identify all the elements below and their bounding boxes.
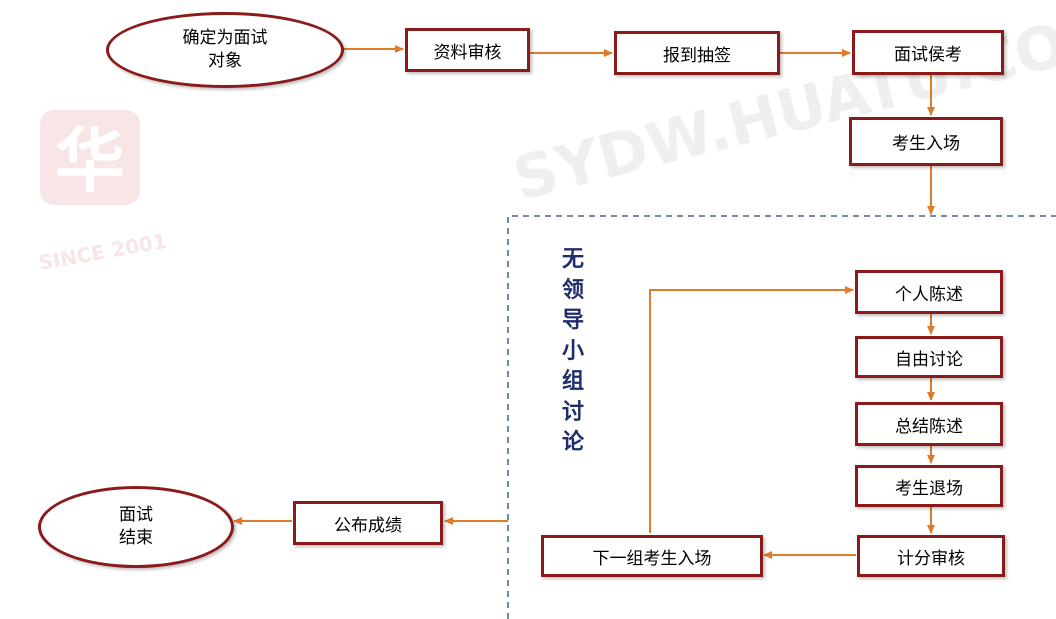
node-document-review: 资料审核: [405, 28, 530, 72]
node-candidate-entry: 考生入场: [849, 117, 1003, 166]
node-personal-statement: 个人陈述: [855, 270, 1003, 314]
node-end-line1: 面试: [119, 505, 153, 526]
arrow-next-group-loop: [649, 286, 854, 533]
watermark-logo: [40, 110, 140, 205]
node-checkin-draw: 报到抽签: [614, 31, 780, 75]
node-confirm-interview-candidates: 确定为面试 对象: [106, 12, 344, 88]
node-confirm-line2: 对象: [208, 51, 242, 71]
node-summary-statement: 总结陈述: [855, 402, 1003, 446]
node-publish-results: 公布成绩: [293, 501, 443, 545]
node-interview-end: 面试 结束: [38, 486, 234, 568]
discussion-region-border: [507, 215, 1056, 619]
node-confirm-line1: 确定为面试: [182, 28, 268, 49]
node-score-review: 计分审核: [857, 535, 1005, 577]
node-end-line2: 结束: [119, 528, 153, 548]
node-next-group-entry: 下一组考生入场: [541, 535, 763, 577]
watermark-since: SINCE 2001: [37, 229, 169, 275]
node-interview-waiting: 面试侯考: [852, 30, 1004, 75]
node-free-discussion: 自由讨论: [855, 336, 1003, 378]
node-candidate-exit: 考生退场: [855, 465, 1003, 507]
svg-text:华: 华: [55, 120, 125, 202]
section-label-leaderless-group-discussion: 无 领 导 小 组 讨 论: [561, 247, 584, 455]
